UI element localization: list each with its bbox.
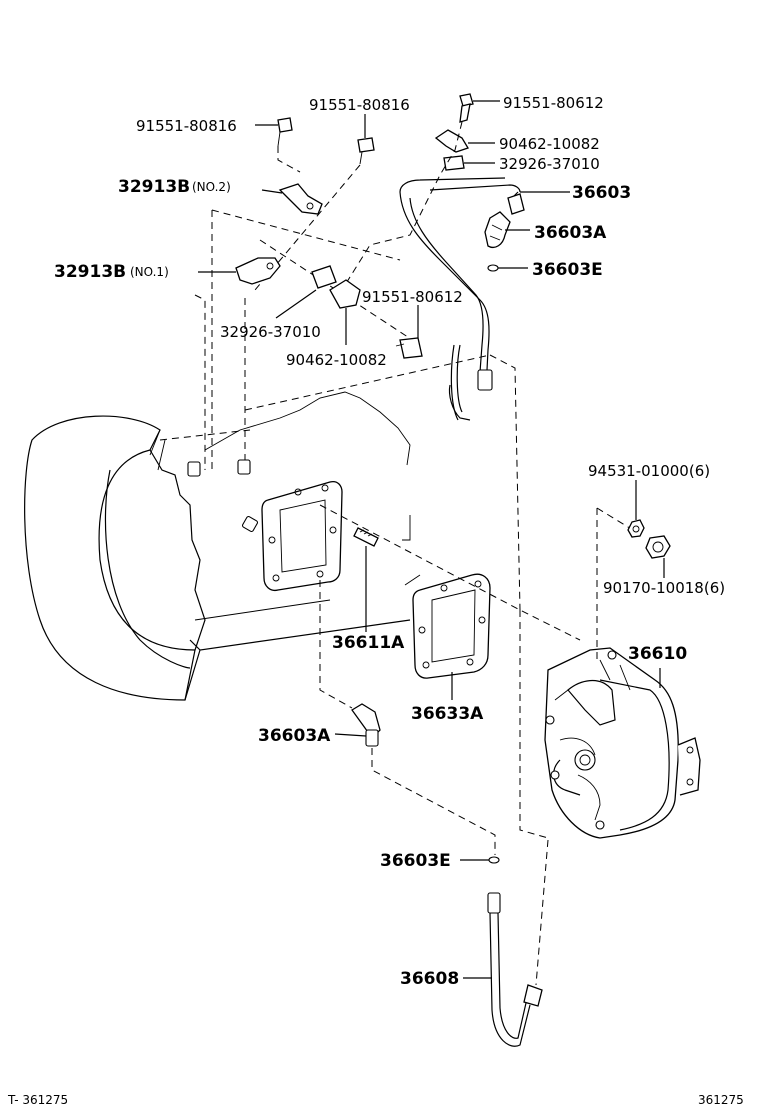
- callout-clamp-top: 90462-10082: [499, 135, 600, 153]
- pump-dash-left: [519, 610, 549, 839]
- callout-tube-lower: 36608: [400, 969, 459, 989]
- alignment-line: [319, 504, 581, 641]
- upper-union: [484, 211, 530, 249]
- footer-left-code: T- 361275: [7, 1093, 68, 1107]
- tube-to-pump-dash: [489, 354, 521, 611]
- nut-parts: [627, 519, 671, 559]
- callout-oring-upper: 36603E: [532, 260, 603, 280]
- dash-bracket-top: [211, 209, 401, 261]
- bracket-no1: [198, 257, 281, 285]
- dash-bolt-left: [277, 146, 301, 173]
- footer-right-code: 361275: [698, 1093, 744, 1107]
- dash-bracket-diag: [259, 239, 421, 346]
- callout-bolt-top-right: 91551-80612: [503, 94, 604, 112]
- callout-bolt-top-left: 91551-80816: [136, 117, 237, 135]
- stud-part: [353, 527, 379, 632]
- top-middle-bolt: [357, 114, 375, 165]
- callout-nut: 90170-10018(6): [603, 579, 725, 597]
- housing-bolt-holes: [187, 459, 259, 533]
- dash-lower-union: [319, 580, 353, 709]
- nut-dash: [596, 507, 634, 531]
- top-right-bolt: [459, 93, 500, 123]
- callout-bolt-top-mid: 91551-80816: [309, 96, 410, 114]
- callout-spacer-mid: 32926-37010: [220, 323, 321, 341]
- callout-oring-lower: 36603E: [380, 851, 451, 871]
- middle-bolt: [395, 305, 423, 359]
- middle-spacer: [275, 265, 337, 319]
- lower-oring: [460, 856, 500, 864]
- dash-pump-to-lower-tube: [535, 839, 549, 986]
- callout-stud: 36611A: [332, 633, 405, 653]
- middle-clamp: [329, 279, 361, 345]
- oil-pump-assembly: [544, 647, 701, 839]
- dash-bolt-right: [344, 121, 463, 286]
- top-spacer: [443, 155, 495, 171]
- lower-oil-tube: [463, 892, 543, 1047]
- callout-spacer-top: 32926-37010: [499, 155, 600, 173]
- upper-oring: [487, 264, 528, 272]
- callout-nut-washer: 94531-01000(6): [588, 462, 710, 480]
- callout-pump: 36610: [628, 644, 687, 664]
- callout-union-upper: 36603A: [534, 223, 607, 243]
- callout-bracket-no2-suffix: (NO.2): [192, 180, 231, 194]
- lower-union: [334, 703, 381, 747]
- dash-lower-tube: [371, 748, 496, 855]
- top-left-bolt: [255, 117, 293, 147]
- callout-gasket: 36633A: [411, 704, 484, 724]
- callout-tube-upper: 36603: [572, 183, 631, 203]
- callout-bracket-no1-suffix: (NO.1): [130, 265, 169, 279]
- gasket-part: [412, 573, 491, 700]
- upper-oil-tube: [399, 177, 570, 421]
- callout-bolt-mid: 91551-80612: [362, 288, 463, 306]
- dash-bracket-left: [194, 294, 206, 470]
- callout-clamp-mid: 90462-10082: [286, 351, 387, 369]
- housing-pad-plate: [261, 480, 343, 592]
- top-clamp: [434, 129, 495, 153]
- callout-union-lower: 36603A: [258, 726, 331, 746]
- callout-bracket-no2-num: 32913B: [118, 177, 190, 197]
- bracket-no2: [261, 183, 323, 215]
- callout-bracket-no1-num: 32913B: [54, 262, 126, 282]
- transmission-housing: [24, 354, 491, 701]
